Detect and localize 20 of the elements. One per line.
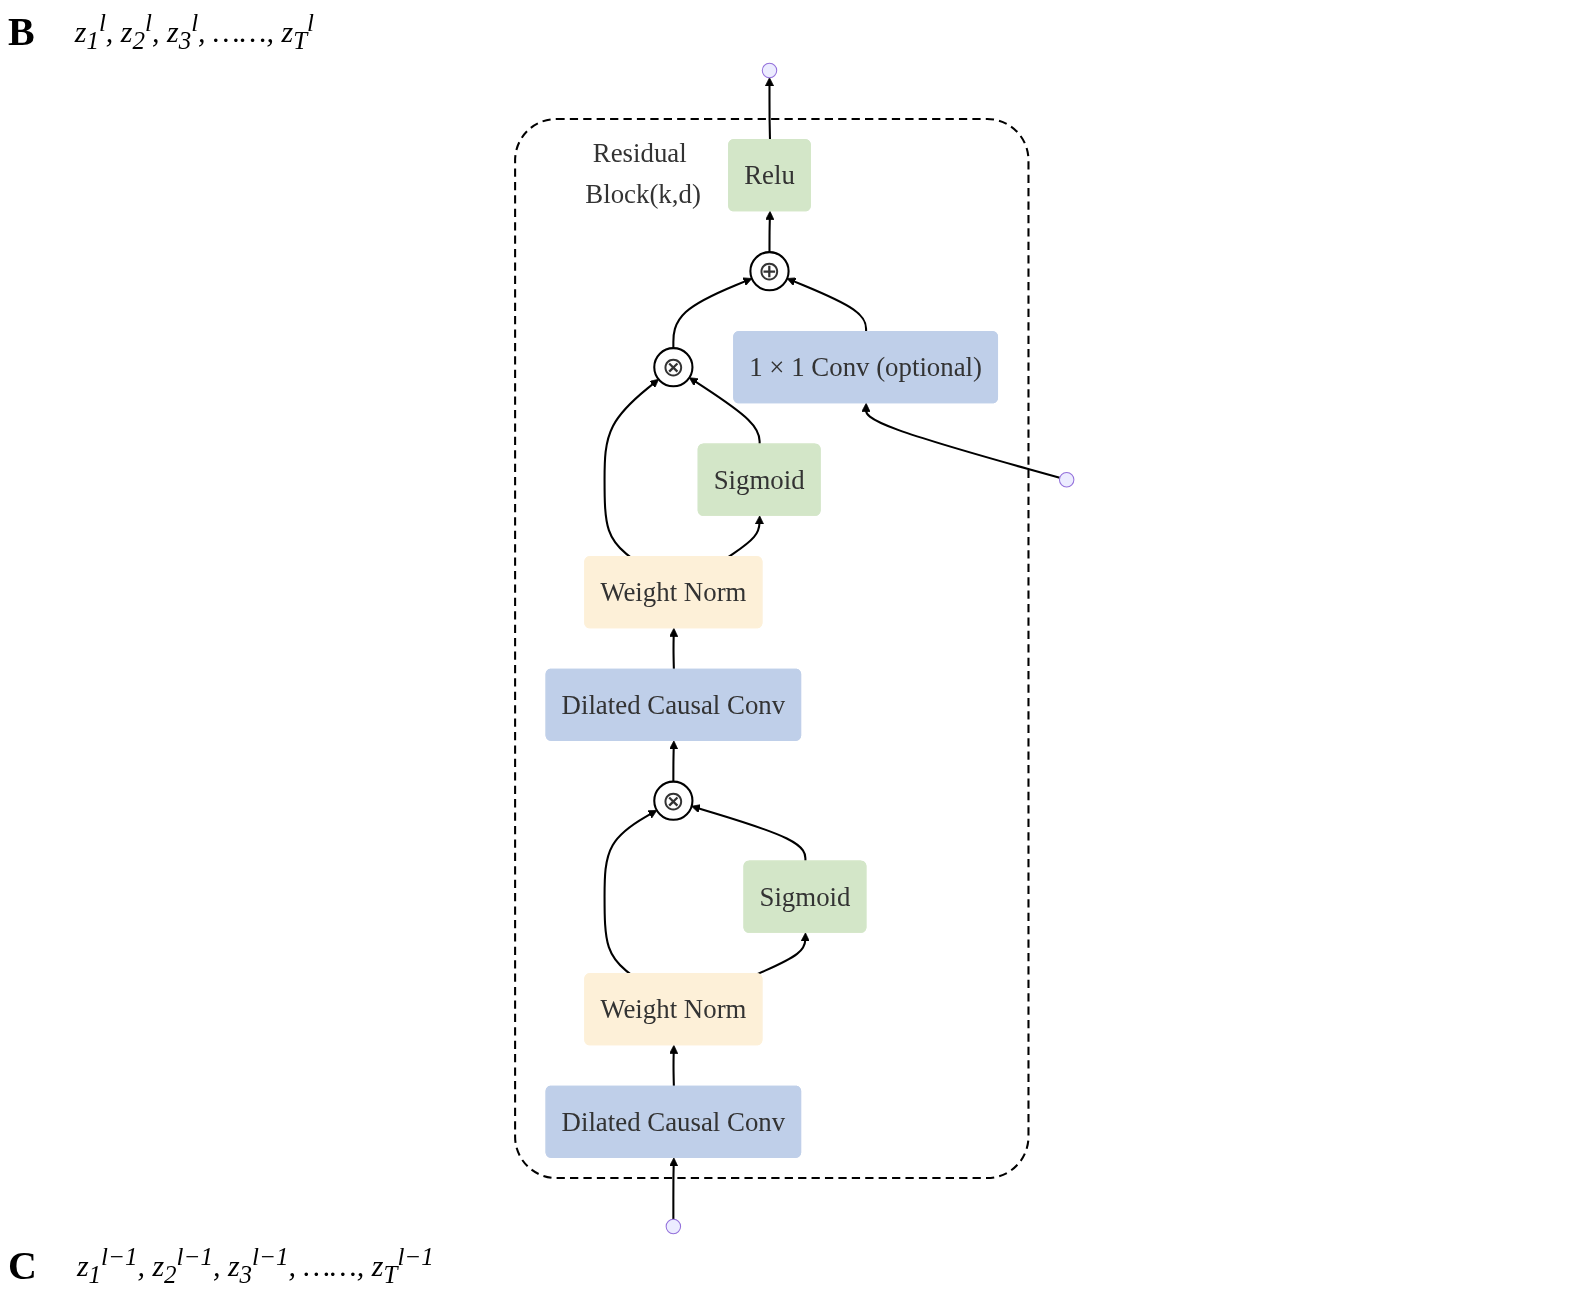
arrow (765, 210, 775, 253)
arrow (764, 77, 775, 141)
arrow (691, 804, 807, 862)
arrow (669, 740, 679, 782)
node-circle: ⊕ (749, 251, 790, 292)
arrow (727, 515, 764, 558)
arrow (688, 377, 761, 445)
arrow (669, 1044, 679, 1087)
arrow (603, 809, 658, 975)
arrow (603, 378, 659, 558)
panel-letter: B (8, 8, 35, 55)
node-circle: ⊗ (653, 347, 694, 388)
arrow (669, 627, 679, 670)
arrow (786, 277, 868, 333)
arrow (756, 932, 810, 976)
arrow (669, 1157, 679, 1220)
node-circle: ⊗ (653, 780, 694, 821)
arrow (861, 402, 1060, 479)
arrow (672, 277, 753, 349)
panel-letter: C (8, 1242, 37, 1289)
